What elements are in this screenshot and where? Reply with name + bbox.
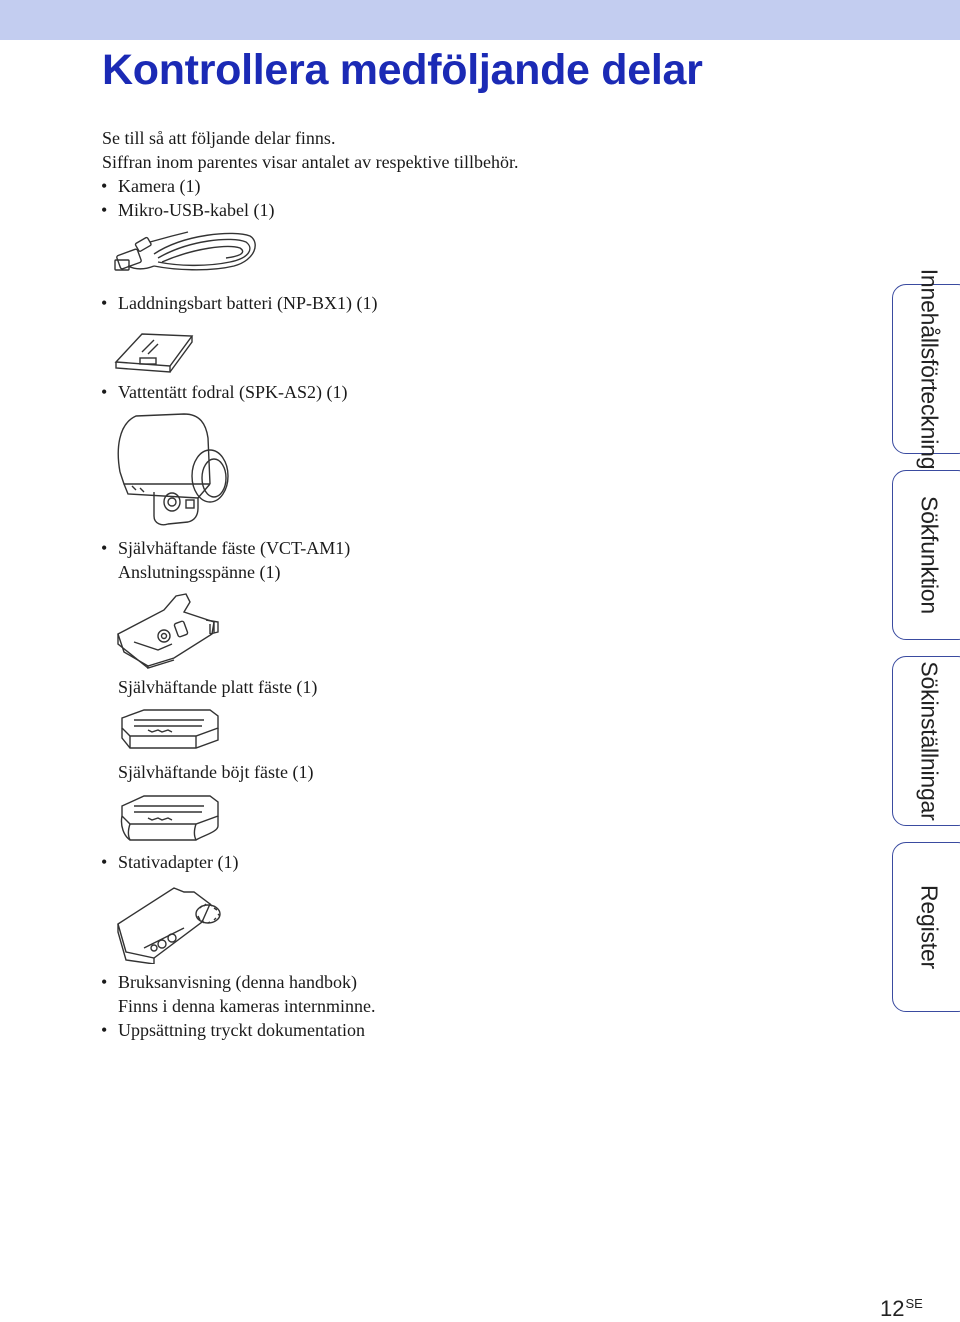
item-manual: Bruksanvisning (denna handbok) xyxy=(118,972,357,992)
bullet: • xyxy=(101,200,108,220)
header-bar xyxy=(0,0,960,40)
tripod-adapter-illustration xyxy=(114,882,226,964)
page-number-value: 12 xyxy=(880,1296,905,1321)
item-curved-mount: Självhäftande böjt fäste (1) xyxy=(118,762,314,782)
flat-mount-illustration xyxy=(114,706,224,754)
intro-line-2: Siffran inom parentes visar antalet av r… xyxy=(102,152,519,172)
page-title: Kontrollera medföljande delar xyxy=(102,46,703,94)
battery-illustration xyxy=(114,326,196,374)
tab-table-of-contents[interactable]: Innehållsförteckning xyxy=(892,269,960,469)
item-printed-docs: Uppsättning tryckt dokumentation xyxy=(118,1020,365,1040)
bullet: • xyxy=(101,852,108,872)
bullet: • xyxy=(101,1020,108,1040)
page-number: 12SE xyxy=(880,1296,923,1322)
tab-label: Innehållsförteckning xyxy=(916,268,943,470)
item-tripod-adapter: Stativadapter (1) xyxy=(118,852,239,872)
bullet: • xyxy=(101,176,108,196)
item-flat-mount: Självhäftande platt fäste (1) xyxy=(118,677,318,697)
bullet: • xyxy=(101,538,108,558)
tab-search-function[interactable]: Sökfunktion xyxy=(892,470,960,640)
item-manual-note: Finns i denna kameras internminne. xyxy=(118,996,376,1016)
item-camera: Kamera (1) xyxy=(118,176,201,196)
usb-cable-illustration xyxy=(114,226,260,288)
curved-mount-illustration xyxy=(114,792,224,844)
item-battery: Laddningsbart batteri (NP-BX1) (1) xyxy=(118,293,378,313)
bullet: • xyxy=(101,293,108,313)
item-usb-cable: Mikro-USB-kabel (1) xyxy=(118,200,275,220)
intro-line-1: Se till så att följande delar finns. xyxy=(102,128,336,148)
tab-label: Sökfunktion xyxy=(916,496,943,614)
item-buckle: Anslutningsspänne (1) xyxy=(118,562,281,582)
tab-label: Sökinställningar xyxy=(916,661,943,821)
tab-search-settings[interactable]: Sökinställningar xyxy=(892,656,960,826)
tab-index[interactable]: Register xyxy=(892,842,960,1012)
waterproof-housing-illustration xyxy=(114,410,232,532)
item-waterproof-housing: Vattentätt fodral (SPK-AS2) (1) xyxy=(118,382,348,402)
bullet: • xyxy=(101,972,108,992)
bullet: • xyxy=(101,382,108,402)
page-number-suffix: SE xyxy=(905,1296,923,1311)
buckle-illustration xyxy=(114,592,224,670)
tab-label: Register xyxy=(916,884,943,970)
item-adhesive-mount: Självhäftande fäste (VCT-AM1) xyxy=(118,538,351,558)
